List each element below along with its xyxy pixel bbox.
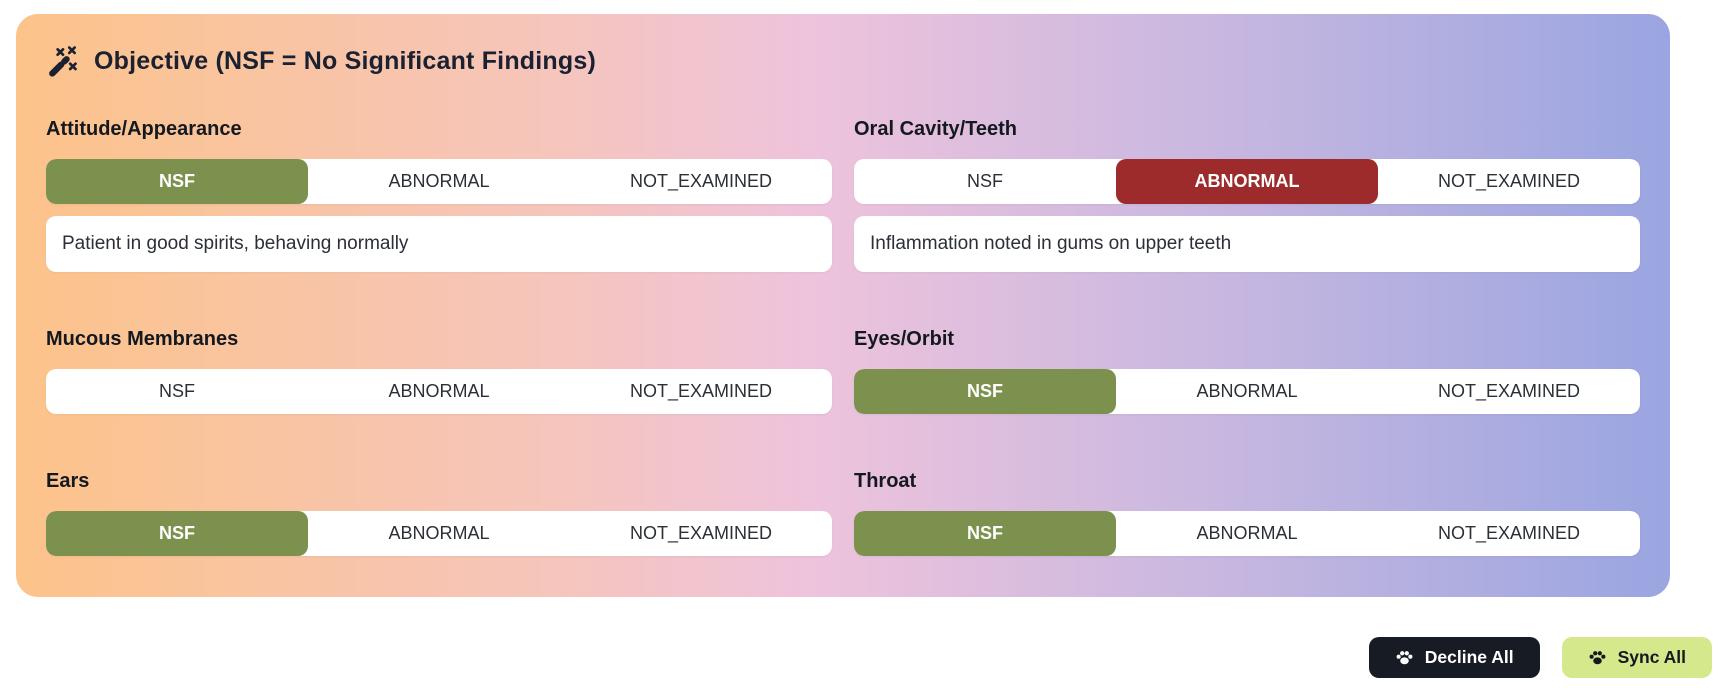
field-label: Oral Cavity/Teeth <box>854 118 1018 140</box>
option-abnormal[interactable]: ABNORMAL <box>308 511 570 556</box>
fields-grid: Attitude/Appearance NSF ABNORMAL NOT_EXA… <box>46 118 1640 556</box>
section-title: Objective (NSF = No Significant Findings… <box>94 46 596 75</box>
paw-icon <box>1588 648 1607 667</box>
objective-card: Objective (NSF = No Significant Findings… <box>16 14 1670 597</box>
note-input[interactable]: Patient in good spirits, behaving normal… <box>46 216 832 272</box>
option-not-examined[interactable]: NOT_EXAMINED <box>1378 369 1640 414</box>
field-label: Mucous Membranes <box>46 328 239 350</box>
sync-all-button[interactable]: Sync All <box>1561 637 1712 678</box>
option-not-examined[interactable]: NOT_EXAMINED <box>1378 159 1640 204</box>
option-abnormal[interactable]: ABNORMAL <box>308 159 570 204</box>
option-nsf[interactable]: NSF <box>46 159 308 204</box>
paw-icon <box>1395 648 1414 667</box>
field-label: Eyes/Orbit <box>854 328 955 350</box>
option-nsf[interactable]: NSF <box>46 369 308 414</box>
field-label: Throat <box>854 470 917 492</box>
sync-all-label: Sync All <box>1617 647 1686 667</box>
option-not-examined[interactable]: NOT_EXAMINED <box>570 369 832 414</box>
option-not-examined[interactable]: NOT_EXAMINED <box>570 159 832 204</box>
option-nsf[interactable]: NSF <box>854 369 1116 414</box>
footer-actions: Decline All Sync All <box>1368 637 1712 678</box>
field-label: Attitude/Appearance <box>46 118 242 140</box>
field-eyes-orbit: Eyes/Orbit NSF ABNORMAL NOT_EXAMINED <box>854 328 1640 414</box>
option-nsf[interactable]: NSF <box>46 511 308 556</box>
field-label: Ears <box>46 470 90 492</box>
field-oral-cavity-teeth: Oral Cavity/Teeth NSF ABNORMAL NOT_EXAMI… <box>854 118 1640 272</box>
note-input[interactable]: Inflammation noted in gums on upper teet… <box>854 216 1640 272</box>
field-throat: Throat NSF ABNORMAL NOT_EXAMINED <box>854 470 1640 556</box>
segmented-control: NSF ABNORMAL NOT_EXAMINED <box>46 511 832 556</box>
option-abnormal[interactable]: ABNORMAL <box>1116 159 1378 204</box>
wand-magic-sparkles-icon <box>46 44 80 78</box>
field-mucous-membranes: Mucous Membranes NSF ABNORMAL NOT_EXAMIN… <box>46 328 832 414</box>
option-not-examined[interactable]: NOT_EXAMINED <box>1378 511 1640 556</box>
decline-all-button[interactable]: Decline All <box>1368 637 1540 678</box>
segmented-control: NSF ABNORMAL NOT_EXAMINED <box>854 511 1640 556</box>
segmented-control: NSF ABNORMAL NOT_EXAMINED <box>46 159 832 204</box>
option-abnormal[interactable]: ABNORMAL <box>1116 511 1378 556</box>
segmented-control: NSF ABNORMAL NOT_EXAMINED <box>46 369 832 414</box>
decline-all-label: Decline All <box>1424 647 1514 667</box>
option-abnormal[interactable]: ABNORMAL <box>308 369 570 414</box>
option-nsf[interactable]: NSF <box>854 159 1116 204</box>
option-abnormal[interactable]: ABNORMAL <box>1116 369 1378 414</box>
segmented-control: NSF ABNORMAL NOT_EXAMINED <box>854 159 1640 204</box>
option-nsf[interactable]: NSF <box>854 511 1116 556</box>
option-not-examined[interactable]: NOT_EXAMINED <box>570 511 832 556</box>
card-header: Objective (NSF = No Significant Findings… <box>46 44 1640 78</box>
field-ears: Ears NSF ABNORMAL NOT_EXAMINED <box>46 470 832 556</box>
field-attitude-appearance: Attitude/Appearance NSF ABNORMAL NOT_EXA… <box>46 118 832 272</box>
segmented-control: NSF ABNORMAL NOT_EXAMINED <box>854 369 1640 414</box>
